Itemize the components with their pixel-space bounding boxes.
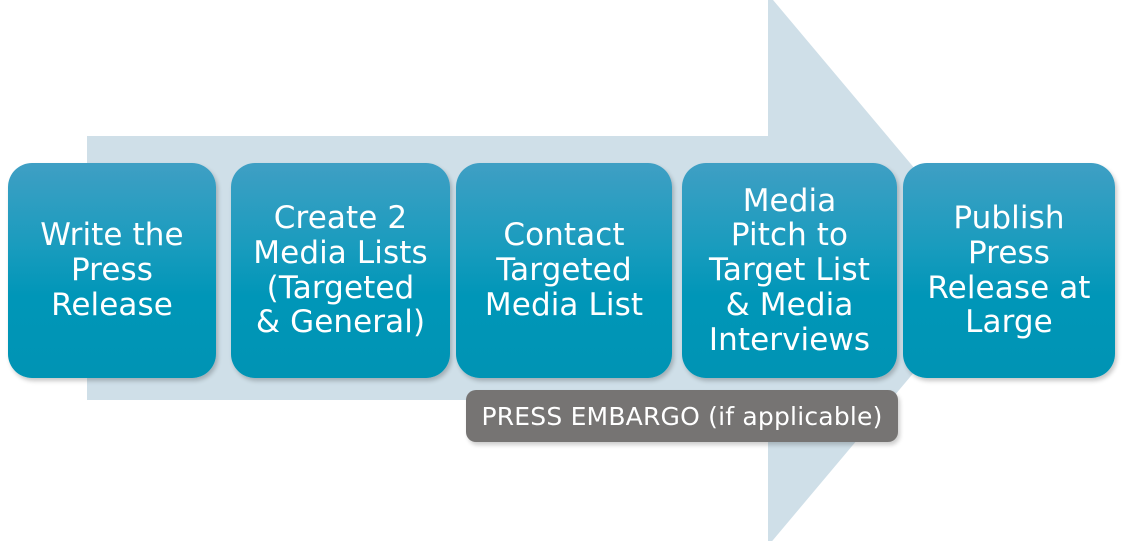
step-label-publish-press-release: Publish Press Release at Large <box>927 200 1091 341</box>
step-label-media-pitch-interviews: Media Pitch to Target List & Media Inter… <box>708 182 871 358</box>
step-box-publish-press-release[interactable]: Publish Press Release at Large <box>903 163 1115 378</box>
press-embargo-callout[interactable]: PRESS EMBARGO (if applicable) <box>466 390 898 442</box>
step-box-media-pitch-interviews[interactable]: Media Pitch to Target List & Media Inter… <box>682 163 897 378</box>
step-label-contact-targeted-list: Contact Targeted Media List <box>484 217 644 323</box>
step-label-write-press-release: Write the Press Release <box>40 217 184 323</box>
step-box-create-media-lists[interactable]: Create 2 Media Lists (Targeted & General… <box>231 163 450 378</box>
step-label-create-media-lists: Create 2 Media Lists (Targeted & General… <box>253 200 428 341</box>
press-embargo-label: PRESS EMBARGO (if applicable) <box>481 401 883 431</box>
step-box-contact-targeted-list[interactable]: Contact Targeted Media List <box>456 163 672 378</box>
step-box-write-press-release[interactable]: Write the Press Release <box>8 163 216 378</box>
